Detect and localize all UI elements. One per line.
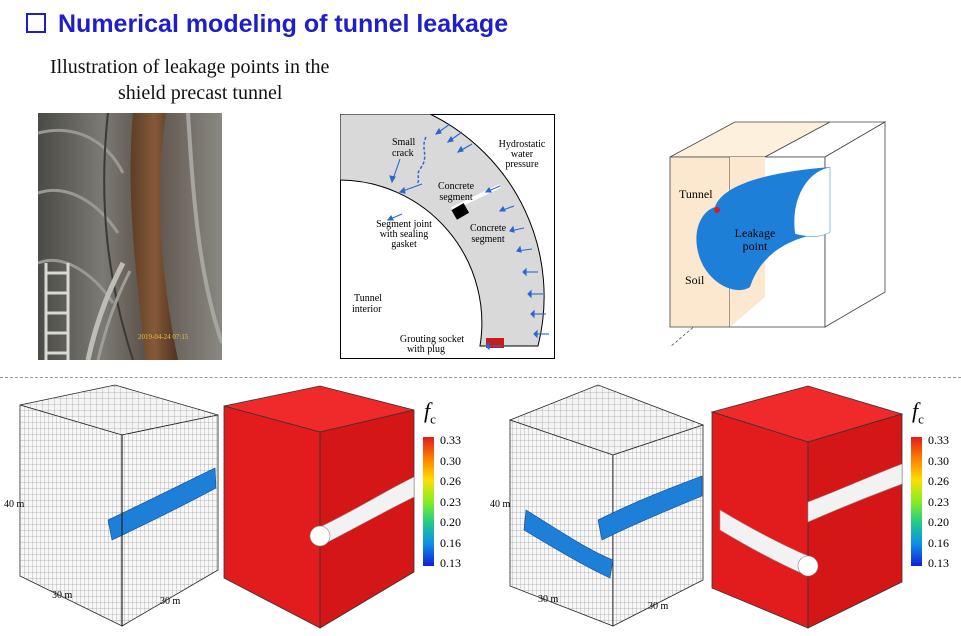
mesh-tunnel-upper <box>597 475 703 541</box>
photo-caption-line2: shield precast tunnel <box>118 82 283 104</box>
label-concrete-segment-a-1: Concrete <box>438 181 475 192</box>
label-segment-joint-3: gasket <box>391 239 417 250</box>
label-hydrostatic-3: pressure <box>505 159 539 170</box>
legend-right-colorbar <box>911 437 922 566</box>
grouting-socket <box>486 338 504 348</box>
mesh-block-double: 40 m 30 m 30 m <box>490 384 705 627</box>
dim-width-left-b: 30 m <box>160 596 181 607</box>
leakage-point-marker <box>714 207 720 213</box>
label-small-crack-2: crack <box>392 148 414 159</box>
label-grouting-1: Grouting socket <box>400 334 464 345</box>
legend-left-tick: 0.16 <box>440 535 461 550</box>
legend-right-symbol: fc <box>912 398 924 427</box>
legend-left-tick: 0.30 <box>440 453 461 468</box>
label-segment-joint-2: with sealing <box>380 229 429 240</box>
mesh-block-single: 40 m 30 m 30 m <box>4 384 219 627</box>
legend-right-tick: 0.23 <box>928 494 949 509</box>
legend-left-tick: 0.20 <box>440 515 461 529</box>
legend-right-tick: 0.30 <box>928 453 949 468</box>
legend-right-tick: 0.13 <box>928 556 949 570</box>
legend-right-tick: 0.20 <box>928 515 949 529</box>
legend-left-tick: 0.33 <box>440 433 461 447</box>
label-grouting-2: with plug <box>407 344 445 355</box>
label-hydrostatic-2: water <box>511 149 534 160</box>
legend-left-symbol: fc <box>424 398 436 427</box>
slide-title: Numerical modeling of tunnel leakage <box>26 10 508 39</box>
dim-height-left: 40 m <box>4 499 25 510</box>
legend-right-tick: 0.16 <box>928 535 949 550</box>
label-tunnel-interior-1: Tunnel <box>354 293 382 304</box>
legend-left-colorbar <box>423 437 434 566</box>
label-hydrostatic-1: Hydrostatic <box>499 139 546 150</box>
photo-caption-line1: Illustration of leakage points in the <box>50 56 330 78</box>
soil-tunnel-block: Tunnel Leakage point Soil <box>669 121 887 348</box>
dim-width-left-a: 30 m <box>52 590 73 601</box>
dim-width-right-a: 30 m <box>538 594 559 605</box>
tunnel-tube <box>696 167 830 291</box>
label-concrete-segment-b-1: Concrete <box>470 223 507 234</box>
label-leakage-1: Leakage <box>735 226 776 240</box>
legend-left-tick: 0.23 <box>440 494 461 509</box>
result-block-double <box>710 385 904 629</box>
legend-left-tick: 0.26 <box>440 474 461 488</box>
mesh-tunnel-single <box>107 467 217 541</box>
label-concrete-segment-a-2: segment <box>439 192 473 203</box>
mesh-tunnel-lower <box>523 509 614 579</box>
label-concrete-segment-b-2: segment <box>471 234 505 245</box>
legend-left-tick: 0.13 <box>440 556 461 570</box>
dim-width-right-b: 30 m <box>648 601 669 612</box>
checkbox-bullet-icon <box>26 13 46 34</box>
sealing-gasket <box>451 203 470 220</box>
dim-height-right: 40 m <box>490 499 511 510</box>
label-tunnel: Tunnel <box>679 187 713 201</box>
legend-right-ticks: 0.33 0.30 0.26 0.23 0.20 0.16 0.13 <box>928 430 949 574</box>
legend-left-ticks: 0.33 0.30 0.26 0.23 0.20 0.16 0.13 <box>440 430 461 574</box>
result-block-single <box>223 385 415 629</box>
slide-title-text: Numerical modeling of tunnel leakage <box>58 10 509 38</box>
label-small-crack-1: Small <box>392 137 416 148</box>
label-leakage-2: point <box>743 239 768 253</box>
photo-date-stamp: 2019-04-24 07:15 <box>138 333 189 341</box>
section-divider <box>0 377 961 378</box>
legend-right-tick: 0.33 <box>928 433 949 447</box>
segment-schematic: Small crack Hydrostatic water pressure C… <box>340 114 555 359</box>
label-tunnel-interior-2: interior <box>352 304 382 315</box>
water-pressure-arrows <box>386 123 549 351</box>
label-soil: Soil <box>685 273 705 287</box>
label-segment-joint-1: Segment joint <box>376 219 432 230</box>
tunnel-photo: 2019-04-24 07:15 <box>38 113 222 360</box>
legend-right-tick: 0.26 <box>928 474 949 488</box>
